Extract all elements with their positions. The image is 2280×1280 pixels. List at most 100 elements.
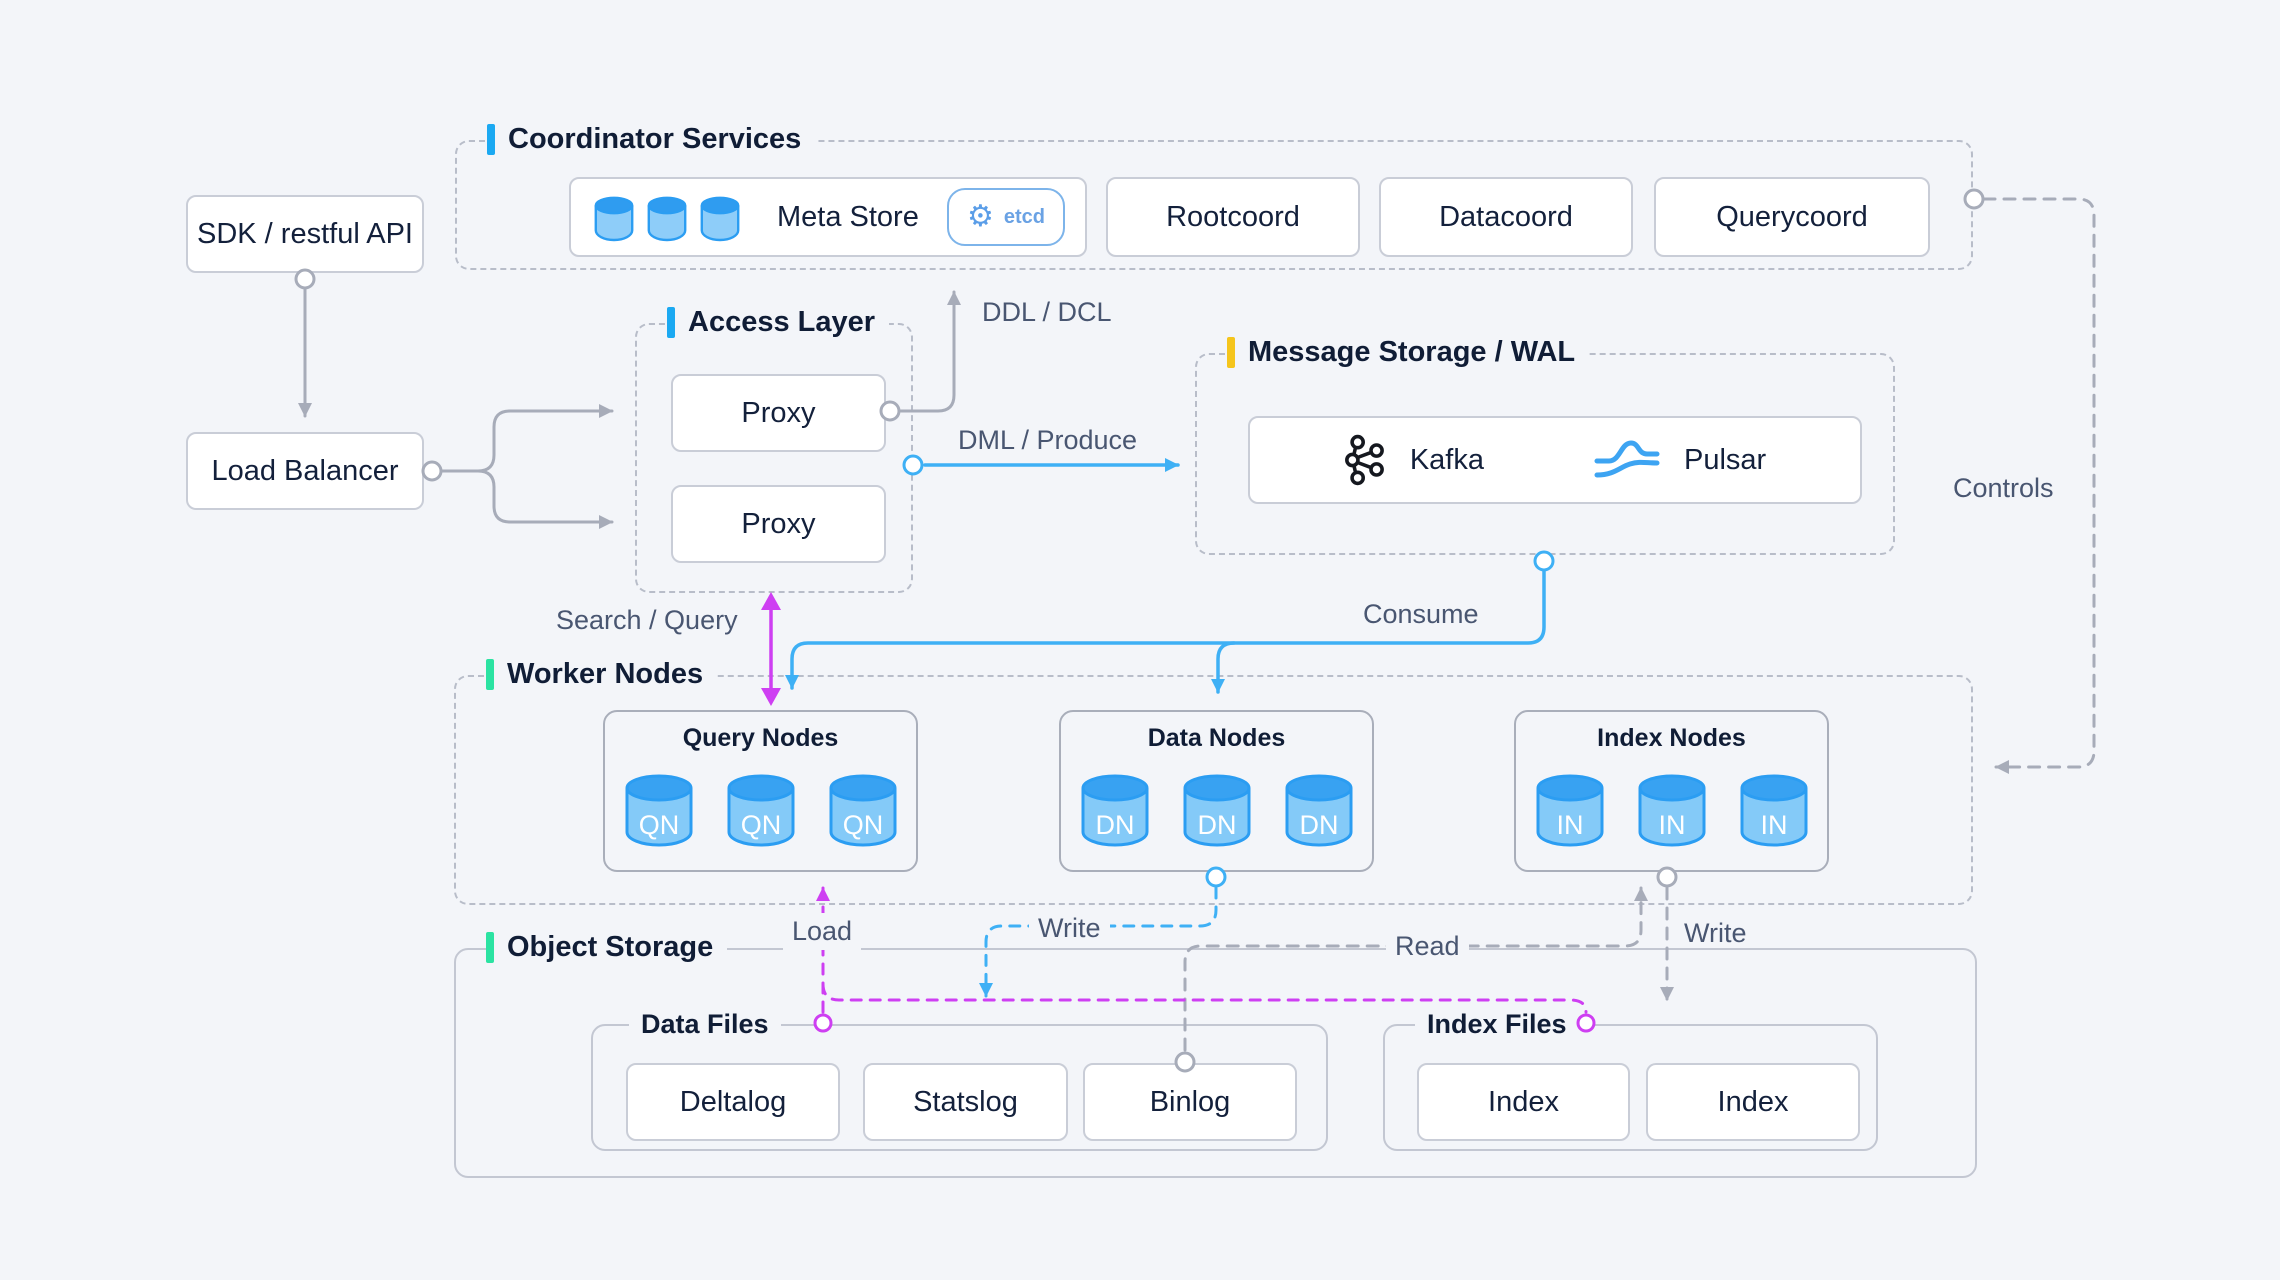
statslog-node: Statslog [863,1063,1068,1141]
deltalog-label: Deltalog [679,1085,787,1118]
database-icons [591,192,743,242]
etcd-badge: ⚙ etcd [946,188,1065,246]
green-accent-bar-icon [486,659,494,690]
pulsar-label: Pulsar [1683,443,1767,476]
blue-accent-bar-icon [667,307,675,338]
data-nodes-title: Data Nodes [1147,724,1286,752]
in-label: IN [1658,810,1685,840]
loadbalancer-port [421,460,443,482]
dml-produce-label: DML / Produce [958,425,1138,455]
query-node-cylinder-icon: QN [625,774,692,847]
search-query-label: Search / Query [556,605,738,635]
rootcoord-node: Rootcoord [1106,177,1360,257]
querycoord-node: Querycoord [1654,177,1930,257]
rootcoord-label: Rootcoord [1166,200,1300,233]
index-node-cylinder-icon: IN [1740,774,1807,847]
access-layer-title-text: Access Layer [688,306,876,338]
deltalog-node: Deltalog [626,1063,840,1141]
read-label: Read [1386,928,1469,965]
data-nodes-cylinders: DN DN DN [1061,766,1372,854]
kafka-icon [1344,434,1384,486]
message-storage-title: Message Storage / WAL [1227,336,1590,369]
in-label: IN [1760,810,1787,840]
dn-label: DN [1197,810,1236,840]
meta-store-content: Meta Store ⚙ etcd [571,179,1085,255]
proxy-node-2: Proxy [671,485,886,563]
index-label: Index [1717,1085,1789,1118]
worker-nodes-container: Worker Nodes Query Nodes QN QN [454,658,1973,905]
index-nodes-title: Index Nodes [1597,724,1746,752]
data-node-cylinder-icon: DN [1081,774,1148,847]
message-storage-container: Message Storage / WAL Kafka [1195,336,1895,555]
load-balancer-label: Load Balancer [211,454,399,487]
query-nodes-group: Query Nodes QN QN QN [603,710,918,872]
proxy-label: Proxy [741,396,816,429]
controls-label: Controls [1953,473,2054,503]
querycoord-label: Querycoord [1716,200,1868,233]
qn-label: QN [842,810,883,840]
load-label: Load [783,913,862,950]
index-node-cylinder-icon: IN [1638,774,1705,847]
green-accent-bar-icon [486,932,494,963]
object-storage-title: Object Storage [486,931,728,964]
message-storage-title-text: Message Storage / WAL [1248,336,1576,368]
meta-store-label: Meta Store [777,200,919,233]
data-nodes-group: Data Nodes DN DN DN [1059,710,1374,872]
yellow-accent-bar-icon [1227,337,1235,368]
statslog-label: Statslog [913,1085,1018,1118]
index-file-node-2: Index [1646,1063,1860,1141]
write-index-label: Write [1684,918,1747,948]
gear-icon: ⚙ [966,199,994,234]
coordinator-services-title-text: Coordinator Services [508,123,802,155]
dn-label: DN [1095,810,1134,840]
blue-accent-bar-icon [487,124,495,155]
worker-nodes-title: Worker Nodes [486,658,718,691]
access-layer-title: Access Layer [667,306,890,339]
write-data-label: Write [1029,910,1110,947]
index-files-title: Index Files [1415,1009,1579,1040]
consume-label: Consume [1363,599,1479,629]
index-nodes-group: Index Nodes IN IN IN [1514,710,1829,872]
query-node-cylinder-icon: QN [829,774,896,847]
sdk-node: SDK / restful API [186,195,424,273]
database-cylinder-icon [594,196,634,242]
database-cylinder-icon [700,196,740,242]
datacoord-label: Datacoord [1439,200,1573,233]
data-node-cylinder-icon: DN [1183,774,1250,847]
access-layer-container: Access Layer Proxy Proxy [635,306,913,593]
coordinator-services-title: Coordinator Services [487,123,816,156]
index-files-group: Index Files Index Index [1383,1009,1878,1151]
object-storage-container: Object Storage Data Files Deltalog Stats… [454,931,1977,1178]
query-nodes-title: Query Nodes [682,724,839,752]
message-engines-content: Kafka Pulsar [1250,418,1860,502]
etcd-label: etcd [1003,205,1045,228]
message-engines-node: Kafka Pulsar [1248,416,1862,504]
database-cylinder-icon [647,196,687,242]
lb-to-proxy2-arrow [440,469,614,529]
index-label: Index [1488,1085,1559,1118]
worker-nodes-title-text: Worker Nodes [507,658,704,690]
object-storage-title-text: Object Storage [507,931,714,963]
qn-label: QN [740,810,781,840]
qn-label: QN [638,810,679,840]
meta-store-node: Meta Store ⚙ etcd [569,177,1087,257]
data-files-title: Data Files [629,1009,781,1040]
data-node-cylinder-icon: DN [1285,774,1352,847]
coordinator-services-container: Coordinator Services [455,123,1973,270]
in-label: IN [1556,810,1583,840]
kafka-label: Kafka [1409,443,1484,476]
index-nodes-cylinders: IN IN IN [1516,766,1827,854]
binlog-label: Binlog [1149,1085,1231,1118]
query-nodes-cylinders: QN QN QN [605,766,916,854]
dn-label: DN [1299,810,1338,840]
binlog-node: Binlog [1083,1063,1297,1141]
pulsar-icon [1594,440,1660,478]
index-file-node-1: Index [1417,1063,1630,1141]
load-balancer-node: Load Balancer [186,432,424,510]
lb-to-proxy1-arrow [440,404,614,473]
datacoord-node: Datacoord [1379,177,1633,257]
proxy-label: Proxy [741,507,816,540]
proxy-node-1: Proxy [671,374,886,452]
index-node-cylinder-icon: IN [1536,774,1603,847]
